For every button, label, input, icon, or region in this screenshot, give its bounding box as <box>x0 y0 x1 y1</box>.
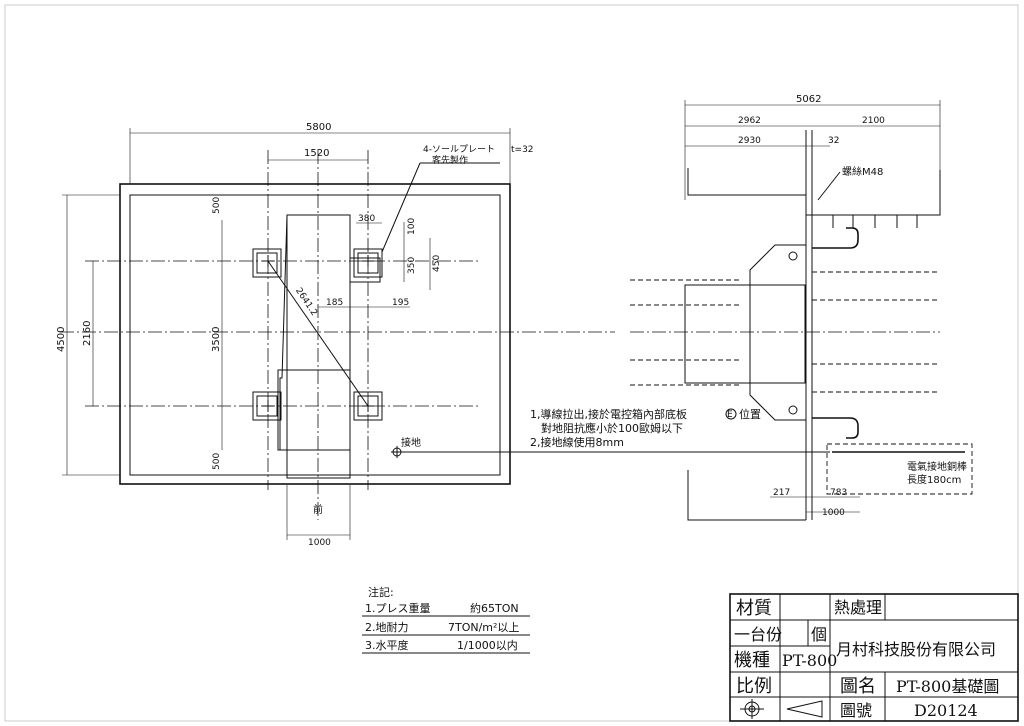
dim-center-height: 3500 <box>211 327 222 352</box>
instruction-line-1: 1,導線拉出,接於電控箱內部底板 <box>530 407 687 421</box>
instruction-line-2: 對地阻抗應小於100歐姆以下 <box>541 421 683 435</box>
dim-side-32: 32 <box>828 136 839 146</box>
note-1-value: 約65TON <box>470 601 519 615</box>
drawing-no-label: 圖號 <box>840 701 872 720</box>
heat-treatment-label: 熱處理 <box>834 598 882 617</box>
grounding-instructions: 1,導線拉出,接於電控箱內部底板 E 位置 對地阻抗應小於100歐姆以下 2,接… <box>530 407 761 449</box>
press-body <box>684 284 806 384</box>
bolt-icon-top <box>788 251 798 261</box>
projection-symbol-icon <box>740 699 823 719</box>
instruction-line-1-tail: 位置 <box>739 407 761 421</box>
plate-thickness: t=32 <box>511 145 534 155</box>
foundation-outline <box>119 183 511 485</box>
material-label: 材質 <box>736 598 772 619</box>
quantity-label: 一台份 <box>734 625 782 644</box>
ground-rod-label: 電氣接地銅棒 <box>907 460 967 473</box>
note-1-item: 1.プレス重量 <box>365 601 431 615</box>
note-3-value: 1/1000以内 <box>457 638 518 652</box>
dim-side-2930: 2930 <box>738 136 761 146</box>
company-name: 月村科技股份有限公司 <box>836 640 996 659</box>
dim-pad-100: 100 <box>407 218 417 235</box>
model-label: 機種 <box>734 650 770 671</box>
anchor-bolt-bottom <box>812 417 859 439</box>
quantity-unit: 個 <box>811 625 827 644</box>
dim-side-total: 5062 <box>796 94 821 105</box>
dim-side-2962: 2962 <box>738 116 761 126</box>
anchor-bolt-top <box>812 227 859 249</box>
dim-195: 195 <box>392 298 409 308</box>
dim-bottom-offset: 500 <box>212 453 222 470</box>
notes-block: 注記: 1.プレス重量 約65TON 2.地耐力 7TON/m²以上 3.水平度… <box>362 585 530 654</box>
dim-side-217: 217 <box>773 488 790 498</box>
drawing-name-value: PT-800基礎圖 <box>896 677 999 696</box>
dim-side-1000: 1000 <box>822 508 845 518</box>
bolt-label: 螺絲M48 <box>842 165 883 178</box>
grounding-label: 接地 <box>401 436 421 449</box>
diagonal-line <box>267 260 369 407</box>
drawing-no-value: D20124 <box>914 701 978 720</box>
sole-plate-note-2: 客先製作 <box>432 154 468 166</box>
title-block: 材質 熱處理 一台份 個 機種 PT-800 月村科技股份有限公司 比例 圖名 … <box>729 593 1019 722</box>
dim-pad-450: 450 <box>432 255 442 272</box>
sole-plate-top-right <box>353 248 383 278</box>
sheet-border <box>4 4 1019 722</box>
pit-inner <box>286 214 351 479</box>
dim-side-783: 783 <box>830 488 847 498</box>
dim-pad-350: 350 <box>407 257 417 274</box>
dim-top-inner: 1520 <box>304 148 329 159</box>
dim-bottom-width: 1000 <box>308 538 331 548</box>
note-2-item: 2.地耐力 <box>365 621 409 634</box>
side-view: 5062 2962 2100 2930 32 螺絲M48 <box>630 94 973 521</box>
bolt-icon-bottom <box>788 405 798 415</box>
dim-top-offset: 500 <box>212 197 222 214</box>
dim-pad-width: 380 <box>358 214 375 224</box>
instruction-line-3: 2,接地線使用8mm <box>530 435 624 449</box>
front-label: 前 <box>313 503 323 516</box>
ground-rod-box <box>826 443 973 495</box>
sole-plate-bottom-left <box>252 391 282 421</box>
dim-185: 185 <box>326 298 343 308</box>
note-3-item: 3.水平度 <box>365 638 409 652</box>
model-value: PT-800 <box>782 651 837 670</box>
ground-rod-length: 長度180cm <box>907 473 961 486</box>
instruction-symbol: E <box>727 410 733 420</box>
notes-title: 注記: <box>368 585 394 599</box>
sole-plate-note: 4-ソールプレート <box>423 144 495 155</box>
foundation-inner-outline <box>129 194 501 476</box>
scale-label: 比例 <box>736 676 772 697</box>
dim-overall-width: 5800 <box>306 122 331 133</box>
drawing-name-label: 圖名 <box>840 676 876 697</box>
note-2-value: 7TON/m²以上 <box>448 621 519 634</box>
press-frame <box>749 244 807 421</box>
dim-left-inner: 2160 <box>82 321 93 346</box>
dim-side-2100: 2100 <box>862 116 885 126</box>
dim-overall-height: 4500 <box>56 327 67 352</box>
press-pit-outline <box>277 214 381 479</box>
